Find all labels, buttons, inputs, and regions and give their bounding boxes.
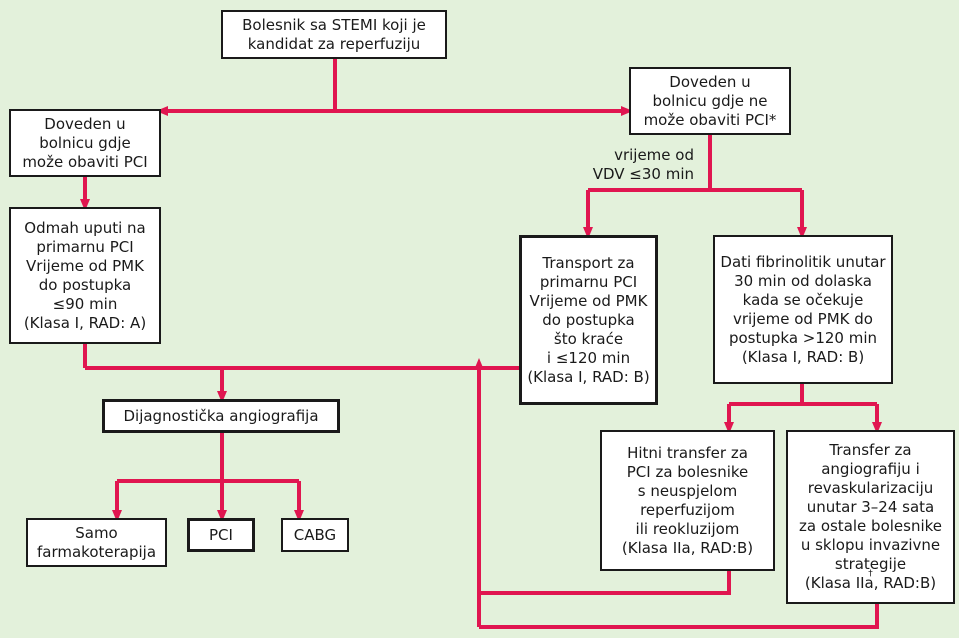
node-pharmacotherapy: Samo farmakoterapija	[26, 518, 167, 567]
node-start: Bolesnik sa STEMI koji je kandidat za re…	[221, 10, 447, 59]
node-pci-capable: Doveden u bolnicu gdje može obaviti PCI	[9, 109, 161, 177]
connector-urgent-return	[479, 571, 731, 595]
node-angiography: Dijagnostička angiografija	[102, 399, 340, 433]
node-immediate-pci: Odmah uputi na primarnu PCI Vrijeme od P…	[9, 207, 161, 344]
node-transport-pci: Transport za primarnu PCI Vrijeme od PMK…	[519, 235, 658, 405]
node-cabg: CABG	[281, 518, 349, 552]
node-urgent-transfer: Hitni transfer za PCI za bolesnike s neu…	[600, 430, 775, 571]
node-fibrinolytic: Dati fibrinolitik unutar 30 min od dolas…	[713, 235, 893, 384]
transfer-class: (Klasa IIa, RAD:B)	[804, 574, 937, 592]
connector-transfer-return	[479, 604, 879, 629]
node-pci: PCI	[187, 518, 255, 552]
door-time-note: vrijeme od VDV ≤30 min	[592, 146, 694, 183]
node-transfer-angiography: Transfer za angiografiju i revaskulariza…	[786, 430, 955, 604]
node-non-pci: Doveden u bolnicu gdje ne može obaviti P…	[629, 67, 791, 135]
transfer-text: Transfer za angiografiju i revaskulariza…	[798, 441, 943, 573]
